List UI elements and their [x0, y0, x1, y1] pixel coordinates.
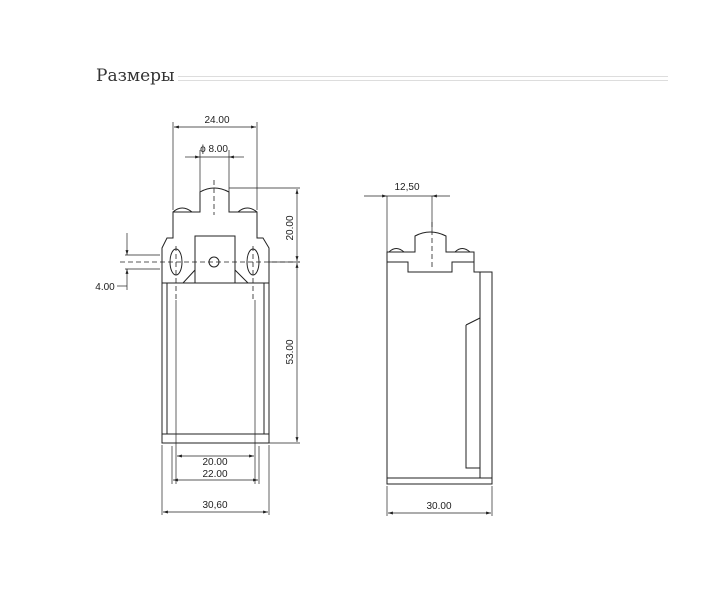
- dim-plunger-diameter: ϕ 8.00: [200, 144, 228, 155]
- dim-hole-offset: 4.00: [95, 282, 115, 293]
- dim-overall-width-top: 24.00: [204, 115, 229, 126]
- front-view: 24.00 ϕ 8.00 20.00 53.00 4.00 20.00 22.0…: [95, 115, 300, 515]
- dim-body-height: 53.00: [285, 339, 296, 364]
- section-title: Размеры: [96, 66, 175, 86]
- title-divider: [178, 80, 668, 81]
- side-view: 12,50 30.00: [364, 182, 493, 516]
- dim-mount-width: 22.00: [202, 469, 227, 480]
- dim-total-width: 30,60: [202, 500, 227, 511]
- dim-inner-width: 20.00: [202, 457, 227, 468]
- dim-plunger-height: 20.00: [285, 215, 296, 240]
- dim-depth: 30.00: [426, 501, 451, 512]
- dim-plunger-offset: 12,50: [394, 182, 419, 193]
- title-divider: [178, 76, 668, 77]
